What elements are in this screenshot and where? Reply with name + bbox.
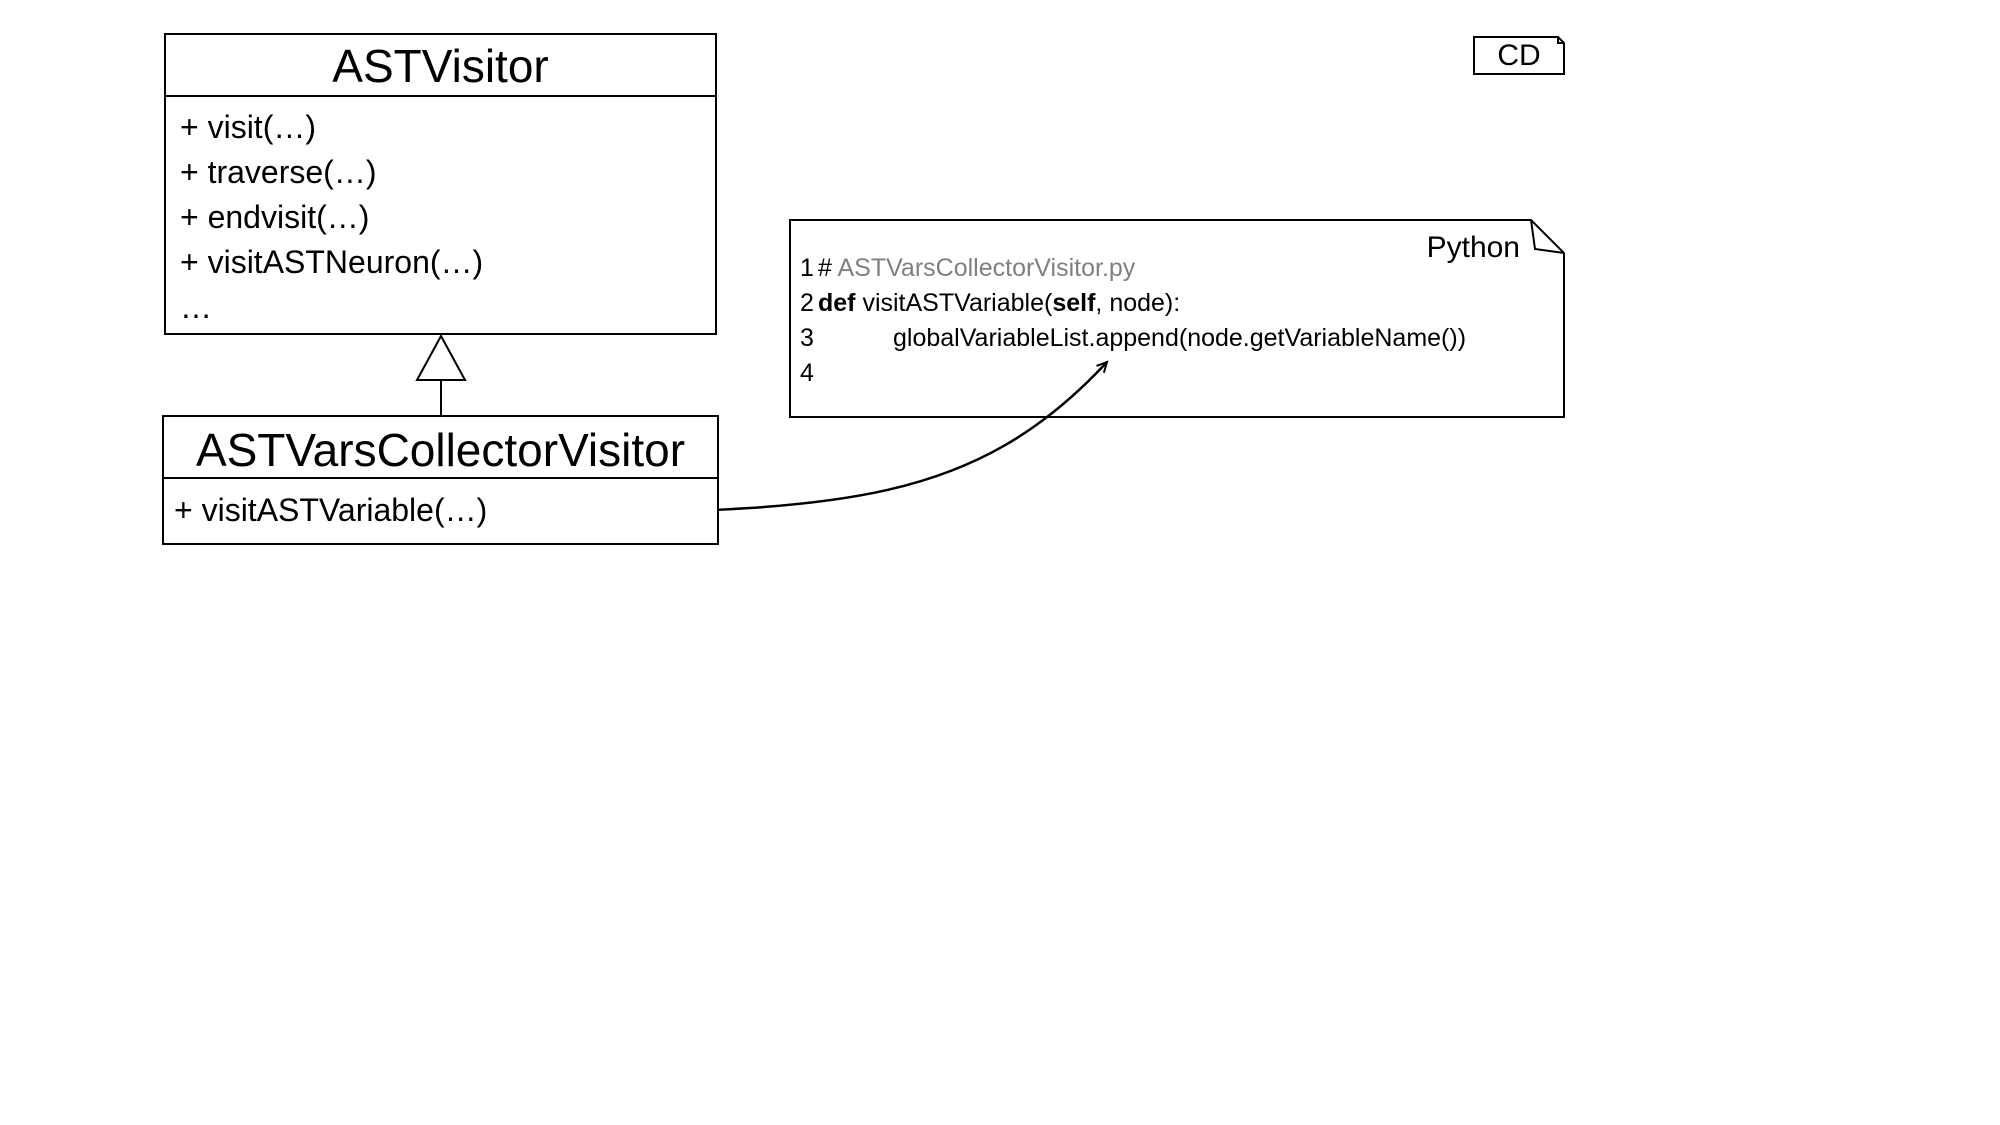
class-operations: + visit(…) + traverse(…) + endvisit(…) +… [166,97,715,330]
operation-visitastvariable: + visitASTVariable(…) [174,492,488,528]
operation-traverse: + traverse(…) [180,154,377,190]
code-line: 4 [800,356,1560,391]
code-line: 3 globalVariableList.append(node.getVari… [800,321,1560,356]
class-name: ASTVarsCollectorVisitor [164,417,717,479]
line-number: 1 [800,254,814,282]
code-comment: # ASTVarsCollectorVisitor.py [818,251,1135,286]
function-signature: visitASTVariable( [855,289,1053,317]
astvisitor-class: ASTVisitor + visit(…) + traverse(…) + en… [164,33,717,335]
operation-endvisit: + endvisit(…) [180,199,370,235]
comment-filename: ASTVarsCollectorVisitor [837,254,1102,282]
operation-visitastneuron: + visitASTNeuron(…) [180,244,484,280]
function-params: , node): [1095,289,1181,317]
comment-extension: .py [1101,254,1136,282]
keyword-self: self [1052,289,1096,317]
class-operations: + visitASTVariable(…) [164,479,717,535]
code-line: 1 # ASTVarsCollectorVisitor.py [800,251,1560,286]
class-name: ASTVisitor [166,35,715,97]
line-number: 2 [800,289,814,317]
operation-ellipsis: … [180,289,212,325]
diagram-type-tag: CD [1497,39,1541,72]
operation-visit: + visit(…) [180,109,316,145]
code-line: 2 def visitASTVariable(self, node): [800,286,1560,321]
code-language-label: Python [1426,231,1520,264]
comment-prefix: # [818,254,838,282]
line-number: 3 [800,324,814,352]
astvarscollectorvisitor-class: ASTVarsCollectorVisitor + visitASTVariab… [162,415,719,545]
code-def-statement: def visitASTVariable(self, node): [818,286,1180,321]
keyword-def: def [818,289,856,317]
line-number: 4 [800,359,814,387]
inheritance-triangle [415,333,467,381]
code-body-statement: globalVariableList.append(node.getVariab… [893,324,1467,352]
code-listing: 1 # ASTVarsCollectorVisitor.py 2 def vis… [800,251,1560,391]
